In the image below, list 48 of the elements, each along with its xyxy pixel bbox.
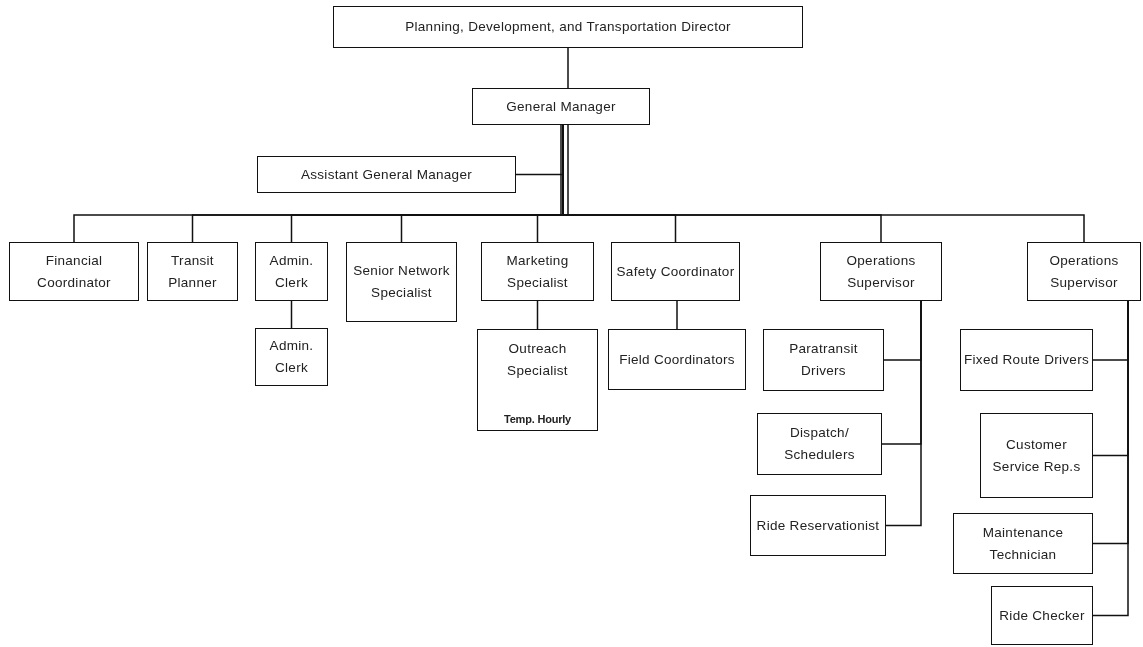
position-title: Transit Planner bbox=[167, 251, 218, 292]
connector-line bbox=[290, 300, 293, 329]
position-box bbox=[763, 329, 884, 391]
position-box bbox=[481, 242, 594, 301]
connector-line bbox=[676, 300, 678, 330]
position-title: Marketing Specialist bbox=[505, 251, 570, 292]
position-title: Customer Service Rep.s bbox=[991, 435, 1082, 476]
position-title: Outreach Specialist bbox=[506, 340, 569, 380]
position-box bbox=[9, 242, 139, 301]
position-title: Field Coordinators bbox=[619, 350, 735, 369]
position-title: Planning, Development, and Transportation Director bbox=[405, 18, 731, 36]
position-box bbox=[255, 242, 328, 301]
position-title: Fixed Route Drivers bbox=[964, 351, 1089, 369]
position-box bbox=[960, 329, 1093, 391]
position-title: Ride Reservationist bbox=[756, 516, 880, 535]
position-note: Temp. Hourly bbox=[503, 413, 572, 425]
position-title: Operations Supervisor bbox=[1048, 251, 1120, 292]
position-title: General Manager bbox=[506, 97, 616, 116]
position-title: Assistant General Manager bbox=[300, 165, 473, 184]
position-title: Operations Supervisor bbox=[845, 251, 917, 292]
position-title: Financial Coordinator bbox=[36, 251, 112, 292]
connector-line bbox=[536, 300, 539, 330]
position-box bbox=[991, 586, 1093, 645]
position-title: Admin. Clerk bbox=[268, 337, 315, 377]
position-box bbox=[255, 328, 328, 386]
position-box bbox=[257, 156, 516, 193]
connector-line bbox=[885, 300, 922, 527]
position-box bbox=[611, 242, 740, 301]
position-box bbox=[147, 242, 238, 301]
position-title: Admin. Clerk bbox=[268, 251, 315, 292]
position-box bbox=[333, 6, 803, 48]
position-title: Senior Network Specialist bbox=[352, 262, 451, 302]
position-title: Maintenance Technician bbox=[981, 523, 1065, 564]
position-box bbox=[1027, 242, 1141, 301]
position-box bbox=[608, 329, 746, 390]
position-box bbox=[953, 513, 1093, 574]
position-box bbox=[980, 413, 1093, 498]
position-box bbox=[472, 88, 650, 125]
position-box bbox=[346, 242, 457, 322]
position-title: Dispatch/ Schedulers bbox=[783, 424, 856, 464]
position-box bbox=[757, 413, 882, 475]
connector-line bbox=[1092, 300, 1129, 617]
position-title: Safety Coordinator bbox=[616, 262, 735, 281]
position-box bbox=[820, 242, 942, 301]
position-title: Ride Checker bbox=[999, 606, 1085, 625]
position-box bbox=[477, 329, 598, 431]
position-title: Paratransit Drivers bbox=[788, 340, 859, 380]
position-box bbox=[750, 495, 886, 556]
